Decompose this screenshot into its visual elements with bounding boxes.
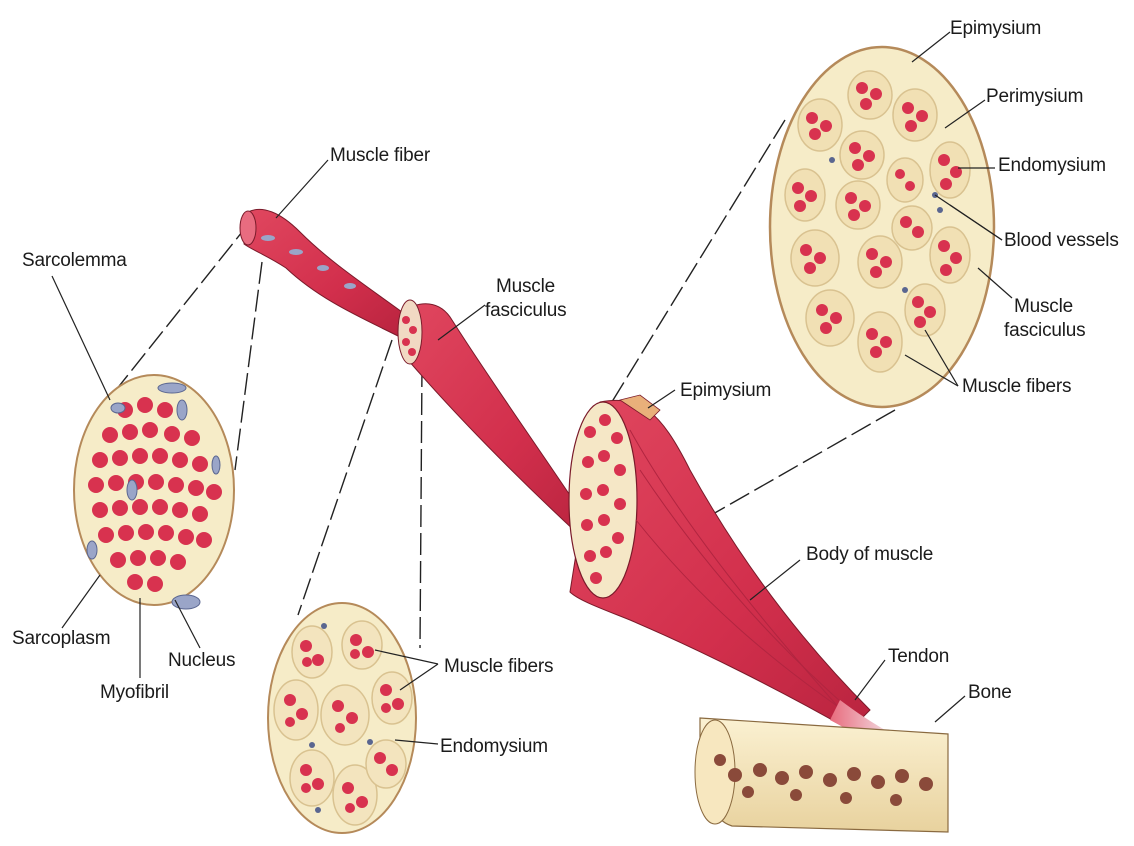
label-muscle-fasciculus-right-line1: Muscle — [1014, 296, 1073, 318]
label-muscle-fasciculus-mid-line1: Muscle — [496, 276, 555, 298]
label-muscle-fibers-right: Muscle fibers — [962, 376, 1071, 398]
label-tendon: Tendon — [888, 646, 949, 668]
label-perimysium: Perimysium — [986, 86, 1083, 108]
label-sarcolemma: Sarcolemma — [22, 250, 127, 272]
label-muscle-fibers-lower: Muscle fibers — [444, 656, 553, 678]
label-body-of-muscle: Body of muscle — [806, 544, 933, 566]
label-epimysium-top: Epimysium — [950, 18, 1041, 40]
muscle-fiber-illustration — [240, 209, 402, 336]
label-endomysium-top: Endomysium — [998, 155, 1106, 177]
label-muscle-fasciculus-mid-line2: fasciculus — [485, 300, 566, 322]
fasciculus-cross-section — [268, 603, 416, 833]
bone-illustration — [695, 718, 948, 832]
muscle-cross-section — [770, 47, 994, 407]
label-muscle-fasciculus-right-line2: fasciculus — [1004, 320, 1085, 342]
label-nucleus: Nucleus — [168, 650, 235, 672]
muscle-fasciculus-illustration — [398, 300, 588, 534]
fiber-cross-section — [74, 375, 234, 609]
label-endomysium-lower: Endomysium — [440, 736, 548, 758]
label-epimysium-mid: Epimysium — [680, 380, 771, 402]
label-blood-vessels: Blood vessels — [1004, 230, 1119, 252]
label-sarcoplasm: Sarcoplasm — [12, 628, 110, 650]
label-bone: Bone — [968, 682, 1012, 704]
label-myofibril: Myofibril — [100, 682, 169, 704]
label-muscle-fiber: Muscle fiber — [330, 145, 430, 167]
